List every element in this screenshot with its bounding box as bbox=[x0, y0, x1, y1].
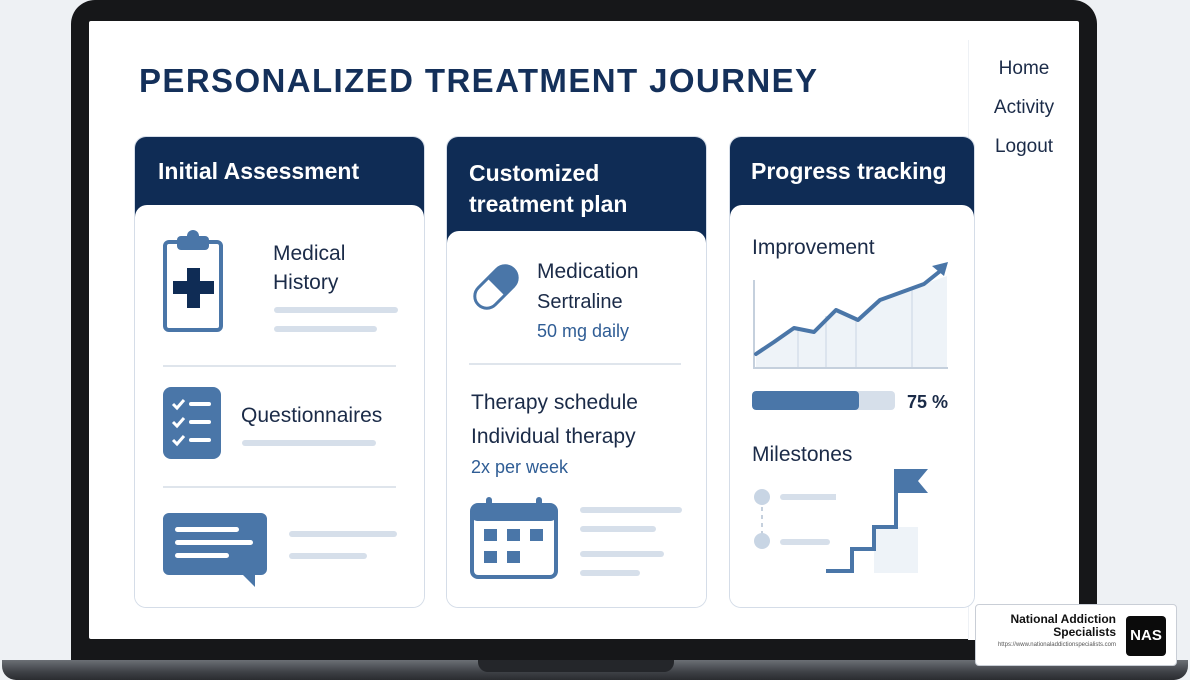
placeholder-line bbox=[580, 507, 682, 513]
progress-bar bbox=[752, 391, 895, 410]
placeholder-line bbox=[274, 326, 377, 332]
placeholder-line bbox=[580, 551, 664, 557]
card-title-line2: treatment plan bbox=[469, 191, 628, 217]
therapy-frequency: 2x per week bbox=[471, 457, 569, 477]
brand-name-line1: National Addiction bbox=[1010, 612, 1116, 626]
card-body: Improvement 75 % Milestones bbox=[730, 205, 974, 607]
medication-name: Sertraline bbox=[537, 291, 623, 313]
nas-logo: NAS bbox=[1126, 616, 1166, 656]
milestone-stairs-icon bbox=[826, 469, 928, 573]
medication-dose: 50 mg daily bbox=[537, 321, 630, 341]
chat-icon bbox=[163, 513, 267, 587]
placeholder-line bbox=[289, 531, 397, 537]
therapy-type: Individual therapy bbox=[471, 425, 636, 448]
laptop-hinge bbox=[478, 660, 674, 672]
placeholder-line bbox=[580, 570, 640, 576]
placeholder-line bbox=[580, 526, 656, 532]
card-title: Customized treatment plan bbox=[469, 158, 627, 220]
medication-label: Medication bbox=[537, 260, 639, 283]
questionnaires-label: Questionnaires bbox=[241, 404, 383, 427]
section-divider bbox=[469, 363, 681, 365]
brand-name: National Addiction Specialists bbox=[1010, 613, 1116, 639]
page-title: PERSONALIZED TREATMENT JOURNEY bbox=[139, 62, 819, 99]
nav-logout-link[interactable]: Logout bbox=[994, 136, 1054, 157]
medical-history-label: Medical History bbox=[273, 239, 345, 297]
brand-name-line2: Specialists bbox=[1053, 625, 1116, 639]
placeholder-line bbox=[242, 440, 376, 446]
section-divider bbox=[163, 486, 396, 488]
card-body: Medical History Questionnaires bbox=[135, 205, 424, 607]
line-chart-icon bbox=[753, 262, 948, 369]
medical-history-line2: History bbox=[273, 271, 339, 294]
nav-activity-link[interactable]: Activity bbox=[993, 97, 1055, 118]
calendar-icon bbox=[470, 497, 558, 579]
card-title: Initial Assessment bbox=[158, 158, 360, 184]
progress-tracking-card: Progress tracking Improvement 75 % Miles… bbox=[729, 136, 975, 608]
clipboard-icon bbox=[163, 230, 223, 332]
milestone-timeline-icon bbox=[754, 489, 836, 549]
section-divider bbox=[163, 365, 396, 367]
placeholder-line bbox=[289, 553, 367, 559]
improvement-label: Improvement bbox=[752, 236, 875, 259]
placeholder-line bbox=[274, 307, 398, 313]
nav-home-link[interactable]: Home bbox=[998, 58, 1050, 79]
milestones-label: Milestones bbox=[752, 443, 853, 466]
checklist-icon bbox=[163, 387, 221, 459]
pill-icon bbox=[473, 264, 519, 310]
medical-history-line1: Medical bbox=[273, 242, 346, 265]
treatment-plan-card: Customized treatment plan Medication Ser… bbox=[446, 136, 707, 608]
card-body: Medication Sertraline 50 mg daily Therap… bbox=[447, 231, 706, 607]
progress-percent: 75 % bbox=[907, 392, 949, 412]
brand-url: https://www.nationaladdictionspecialists… bbox=[997, 642, 1116, 648]
card-title: Progress tracking bbox=[751, 158, 947, 184]
progress-bar-fill bbox=[752, 391, 860, 410]
side-nav: Home Activity Logout bbox=[968, 40, 1078, 640]
therapy-schedule-label: Therapy schedule bbox=[471, 391, 638, 414]
nas-brand-badge: National Addiction Specialists https://w… bbox=[975, 604, 1177, 666]
card-title-line1: Customized bbox=[469, 160, 600, 186]
flag-icon bbox=[898, 469, 928, 493]
initial-assessment-card: Initial Assessment Medical History Quest… bbox=[134, 136, 425, 608]
